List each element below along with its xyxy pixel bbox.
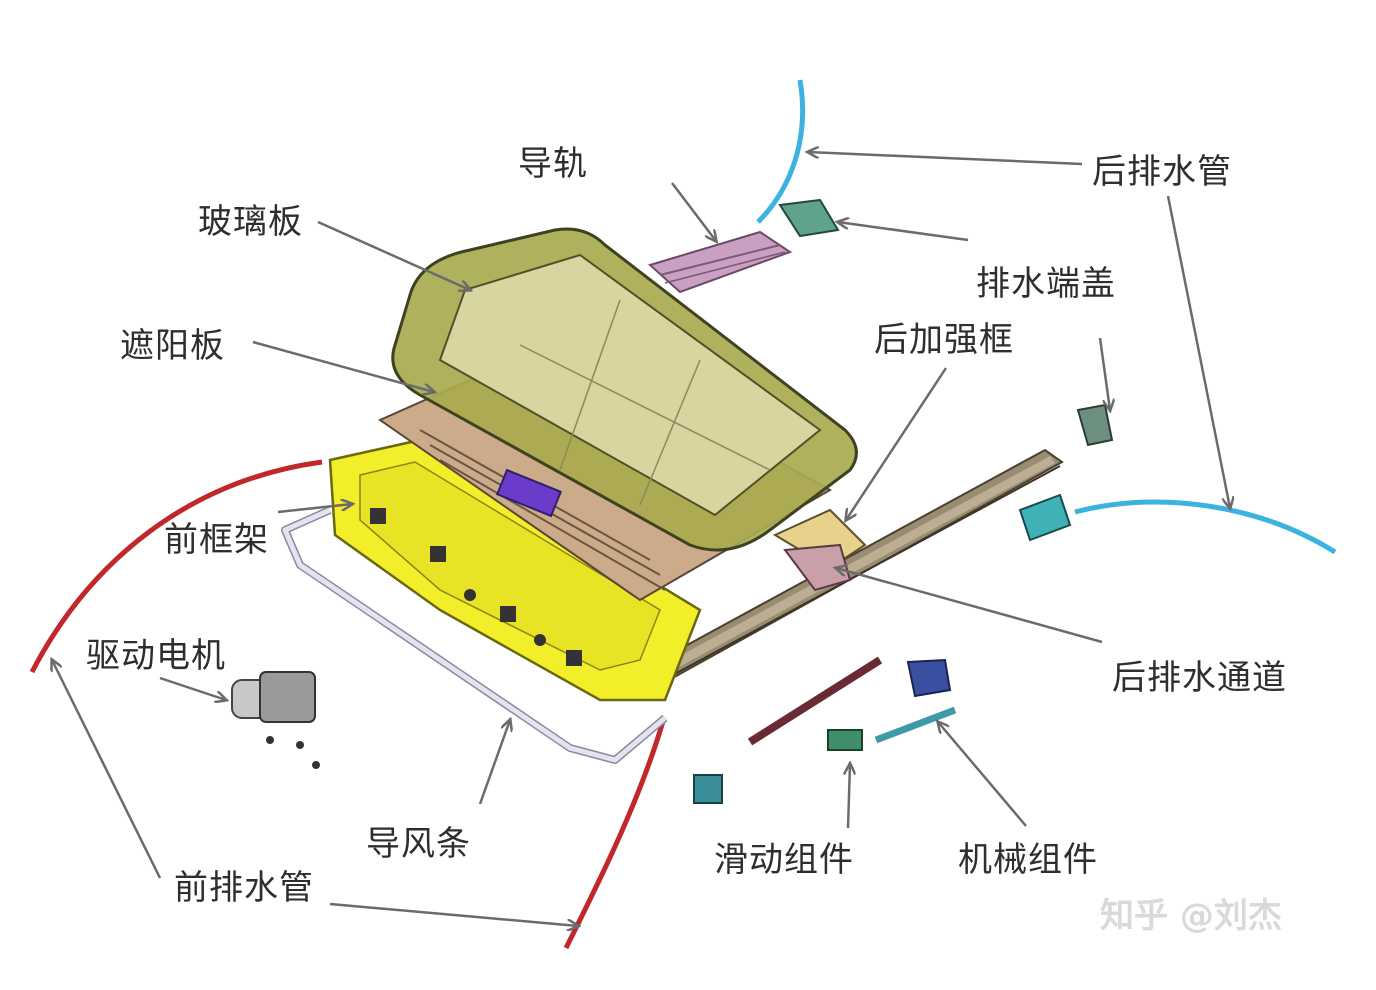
arrow-icon [329,902,578,926]
arrow-icon [938,722,1027,827]
label-mechanical-assembly: 机械组件 [958,840,1098,880]
wind-deflector [281,506,668,764]
rear-drain-pipe-top [756,79,806,224]
arrow-icon [836,568,1103,644]
arrow-icon [317,220,470,290]
arrow-icon [478,720,510,805]
arrow-icon [838,222,969,242]
arrow-icon [808,152,1083,166]
arrow-icon [846,367,948,520]
label-guide-rail: 导轨 [518,144,588,184]
arrow-icon [52,660,162,879]
label-front-drain-pipe: 前排水管 [174,868,314,908]
label-sliding-assembly: 滑动组件 [714,840,854,880]
rear-drain-channel [783,543,852,592]
sliding-assembly [693,656,883,804]
label-glass-panel: 玻璃板 [198,202,303,242]
label-drain-end-cap: 排水端盖 [976,264,1116,304]
drain-end-cap-top [778,198,840,238]
label-rear-drain-channel: 后排水通道 [1112,658,1287,698]
label-rear-drain-pipe: 后排水管 [1092,152,1232,192]
front-drain-pipe-left [29,459,323,674]
label-front-frame: 前框架 [164,520,269,560]
drive-motor [231,671,320,769]
rear-drain-pipe-right [1074,499,1337,555]
glass-panel [391,227,858,552]
arrow-icon [1166,195,1230,508]
arrow-icon [252,340,434,392]
leader-lines [52,152,1230,926]
drain-end-cap-right [1076,403,1114,447]
arrow-icon [671,182,716,241]
label-wind-deflector: 导风条 [366,824,471,864]
mechanical-assembly [874,658,957,744]
rear-drain-connector [1018,493,1072,542]
label-drive-motor: 驱动电机 [86,636,226,676]
arrow-icon [848,764,850,829]
front-frame [328,438,702,702]
label-rear-reinforcement-frame: 后加强框 [874,320,1014,360]
arrow-icon [277,504,352,514]
purple-bracket [495,468,563,518]
upper-guide-rail [648,230,793,294]
watermark: 知乎 @刘杰 [1100,896,1282,936]
arrow-icon [1098,337,1110,410]
arrow-icon [159,676,226,700]
label-sunshade: 遮阳板 [120,326,225,366]
